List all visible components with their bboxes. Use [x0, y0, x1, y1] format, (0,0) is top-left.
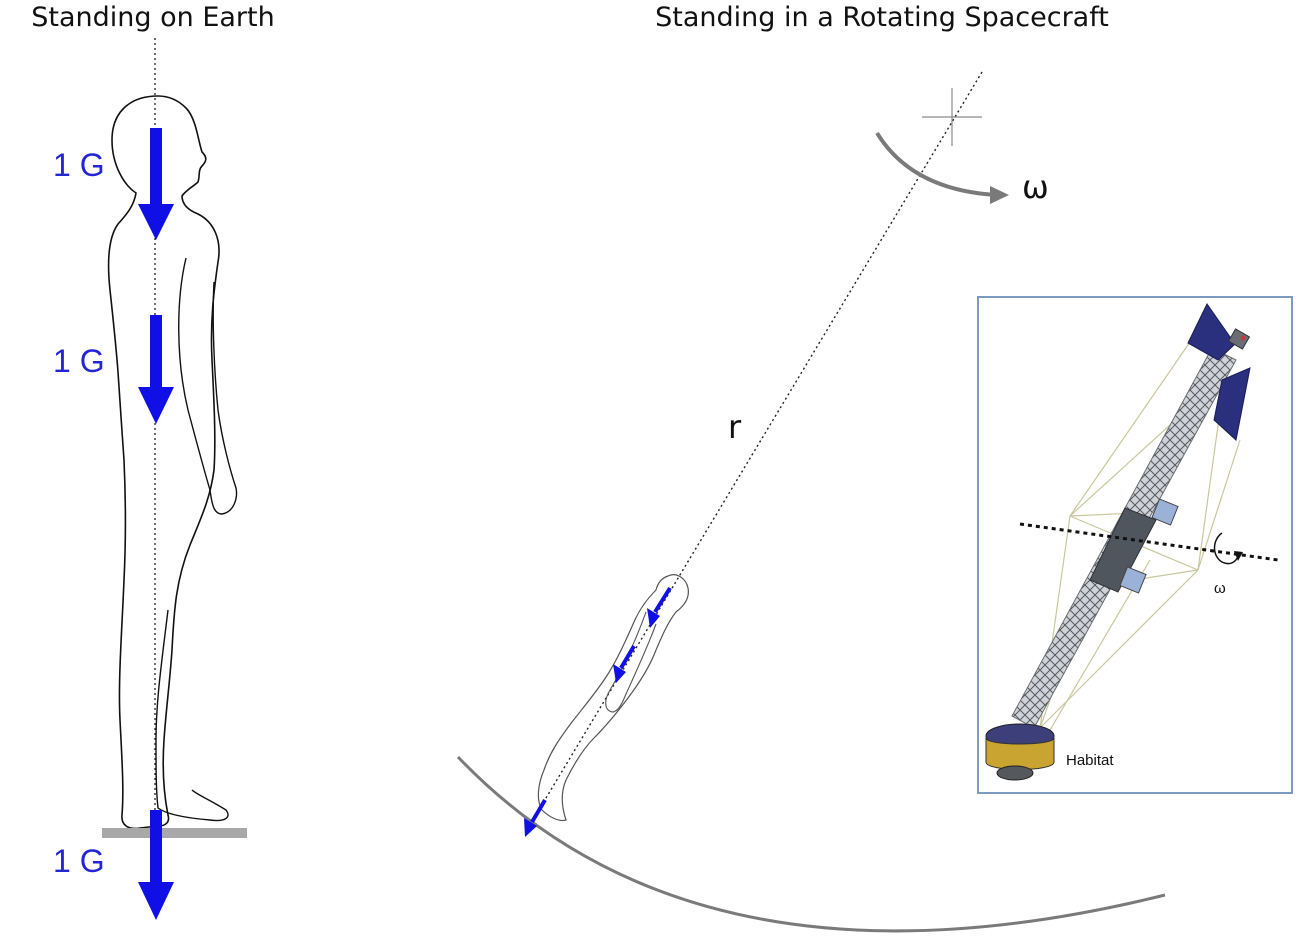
spacecraft-arrow-head	[653, 586, 672, 614]
earth-person-back-leg	[155, 609, 229, 822]
inset-rotation-axis	[1019, 522, 1279, 562]
g-label-torso: 1 G	[53, 343, 105, 379]
g-label-head: 1 G	[53, 147, 105, 183]
spacecraft-arrowhead-torso	[613, 664, 626, 683]
inset-habitat-label: Habitat	[1066, 752, 1114, 769]
spacecraft-panel: Standing in a Rotating Spacecraft ω r	[456, 2, 1166, 933]
spacecraft-panel-title: Standing in a Rotating Spacecraft	[655, 2, 1109, 33]
g-label-feet: 1 G	[53, 843, 105, 879]
inset-habitat-body	[985, 737, 1055, 770]
inset-hub-pod-1	[1151, 498, 1179, 526]
earth-panel-title: Standing on Earth	[31, 2, 274, 33]
inset-habitat-base	[996, 765, 1034, 781]
inset-rotation-arrow	[1213, 532, 1239, 565]
gravity-arrow-feet	[138, 810, 174, 920]
earth-person-figure	[107, 95, 220, 830]
omega-label: ω	[1022, 168, 1049, 206]
inset-top-module	[1227, 328, 1251, 350]
gravity-arrow-head	[138, 128, 174, 240]
earth-floor	[102, 828, 247, 838]
inset-solar-panel-lower	[1213, 367, 1251, 441]
inset-rotation-arrowhead	[1234, 551, 1243, 561]
spacecraft-arrow-feet	[530, 798, 547, 824]
earth-panel: Standing on Earth 1 G 1 G 1 G	[31, 2, 275, 920]
spacecraft-inset: ω Habitat	[977, 296, 1293, 794]
gravity-arrow-torso	[138, 315, 174, 424]
inset-hub	[1089, 507, 1157, 593]
spacecraft-arrow-torso	[619, 644, 636, 670]
inset-hub-pod-2	[1119, 566, 1147, 594]
spacecraft-arrowhead-head	[647, 608, 660, 628]
inset-top-light	[1240, 335, 1246, 341]
rotation-arrowhead	[990, 186, 1009, 204]
earth-person-arm	[178, 257, 238, 515]
radius-label: r	[728, 408, 742, 446]
rotation-arc	[875, 131, 997, 197]
spacecraft-person-figure	[537, 574, 689, 822]
spacecraft-arrowhead-feet	[524, 818, 537, 837]
spacecraft-person-arm	[605, 611, 657, 713]
inset-omega-label: ω	[1214, 580, 1226, 597]
radius-line	[542, 71, 983, 804]
